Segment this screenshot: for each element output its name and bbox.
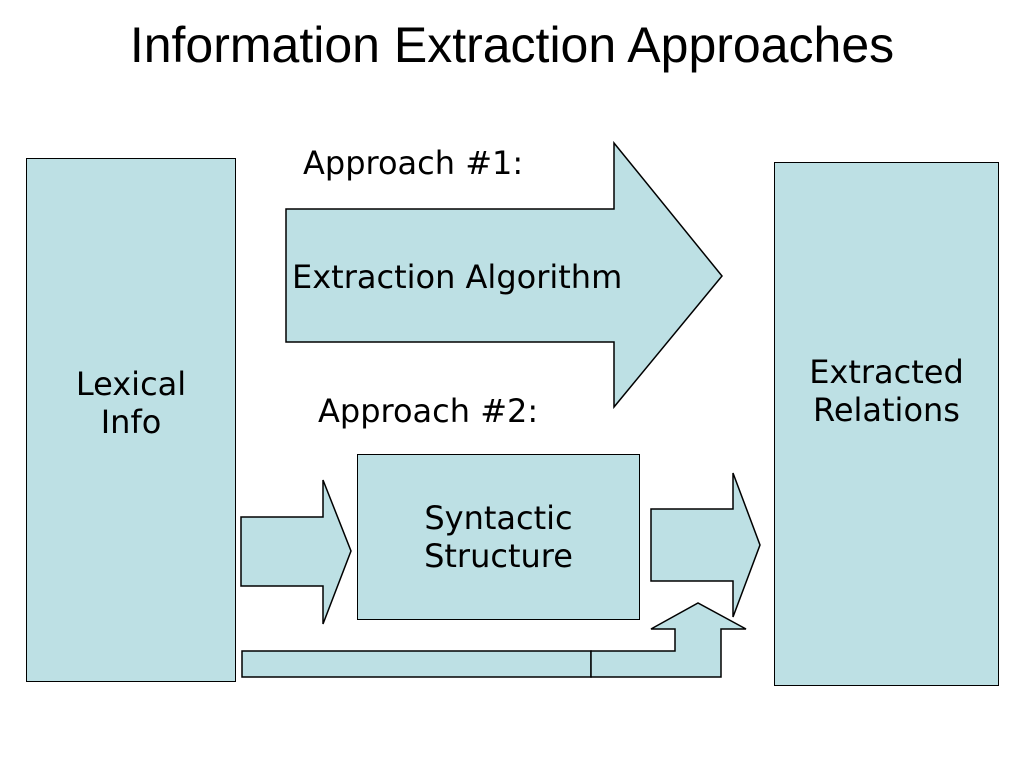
extracted-relations-box: Extracted Relations (774, 162, 999, 686)
extracted-relations-label: Extracted Relations (809, 353, 964, 429)
bypass-bent-arrow (590, 602, 747, 678)
syntactic-structure-label: Syntactic Structure (424, 499, 573, 575)
slide-title: Information Extraction Approaches (129, 17, 895, 73)
syntactic-to-extracted-arrow (650, 472, 761, 618)
extraction-algorithm-label: Extraction Algorithm (292, 258, 623, 296)
lexical-info-box: Lexical Info (26, 158, 236, 682)
lexical-to-syntactic-arrow (240, 479, 352, 625)
lexical-info-label: Lexical Info (75, 365, 187, 441)
syntactic-structure-box: Syntactic Structure (357, 454, 640, 620)
extraction-algorithm-arrow (285, 140, 723, 410)
approach-1-label: Approach #1: (303, 144, 524, 182)
approach-2-label: Approach #2: (318, 392, 539, 430)
lexical-bypass-bar (241, 650, 592, 678)
